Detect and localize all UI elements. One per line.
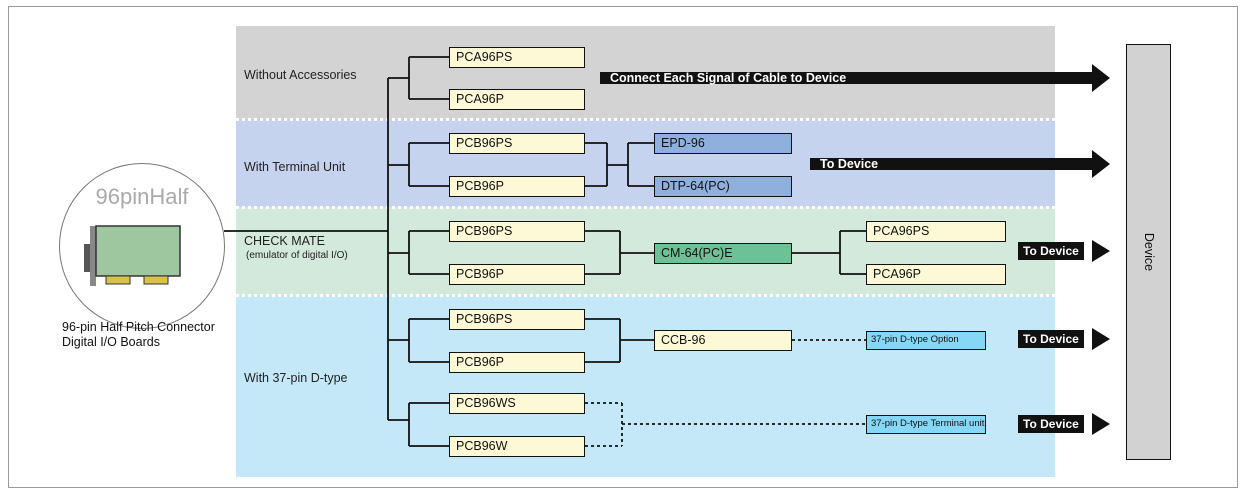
cable-pcb96ps-checkmate: PCB96PS [449,221,585,242]
checkmate-cm64: CM-64(PC)E [654,243,792,264]
option-37pin-dtype: 37-pin D-type Option [866,331,986,350]
board-logo-text: 96pinHalf [95,184,189,209]
band-label-check-mate: CHECK MATE [244,234,326,248]
band-separator [236,118,1055,121]
band-separator [236,294,1055,297]
terminal-37pin-dtype: 37-pin D-type Terminal unit [866,415,986,434]
checkmate-pca96ps: PCA96PS [866,221,1006,242]
to-device-badge-option: To Device [1018,330,1084,348]
checkmate-pca96p: PCA96P [866,264,1006,285]
cable-pcb96p-checkmate: PCB96P [449,264,585,285]
cable-pca96p: PCA96P [449,89,585,110]
device-box: Device [1126,44,1171,460]
cable-pcb96ps-terminal: PCB96PS [449,133,585,154]
cable-ccb96: CCB-96 [654,330,792,351]
band-label-check-mate-sub: (emulator of digital I/O) [246,250,348,261]
cable-pcb96p-dtype: PCB96P [449,352,585,373]
to-device-badge-checkmate: To Device [1018,242,1084,260]
board-caption-line1: 96-pin Half Pitch Connector [62,320,215,334]
band-label-without-accessories: Without Accessories [244,68,357,82]
band-label-terminal-unit: With Terminal Unit [244,160,346,174]
cable-pcb96ps-dtype: PCB96PS [449,309,585,330]
band-label-37pin-dtype: With 37-pin D-type [244,371,348,385]
arrow-connect-each-signal: Connect Each Signal of Cable to Device [610,71,847,85]
arrow-to-device-terminal: To Device [820,157,879,171]
band-37pin-dtype [236,295,1055,477]
diagram-frame [8,6,1238,488]
board-caption-line2: Digital I/O Boards [62,335,160,349]
terminal-dtp64: DTP-64(PC) [654,176,792,197]
board-circle: 96pinHalf [59,163,225,329]
cable-pcb96p-terminal: PCB96P [449,176,585,197]
to-device-badge-terminal: To Device [1018,415,1084,433]
band-separator [236,206,1055,209]
device-label: Device [1141,232,1156,272]
io-board-icon [84,225,181,286]
cable-pcb96ws: PCB96WS [449,393,585,414]
cable-pcb96w: PCB96W [449,436,585,457]
cable-pca96ps: PCA96PS [449,47,585,68]
terminal-epd96: EPD-96 [654,133,792,154]
